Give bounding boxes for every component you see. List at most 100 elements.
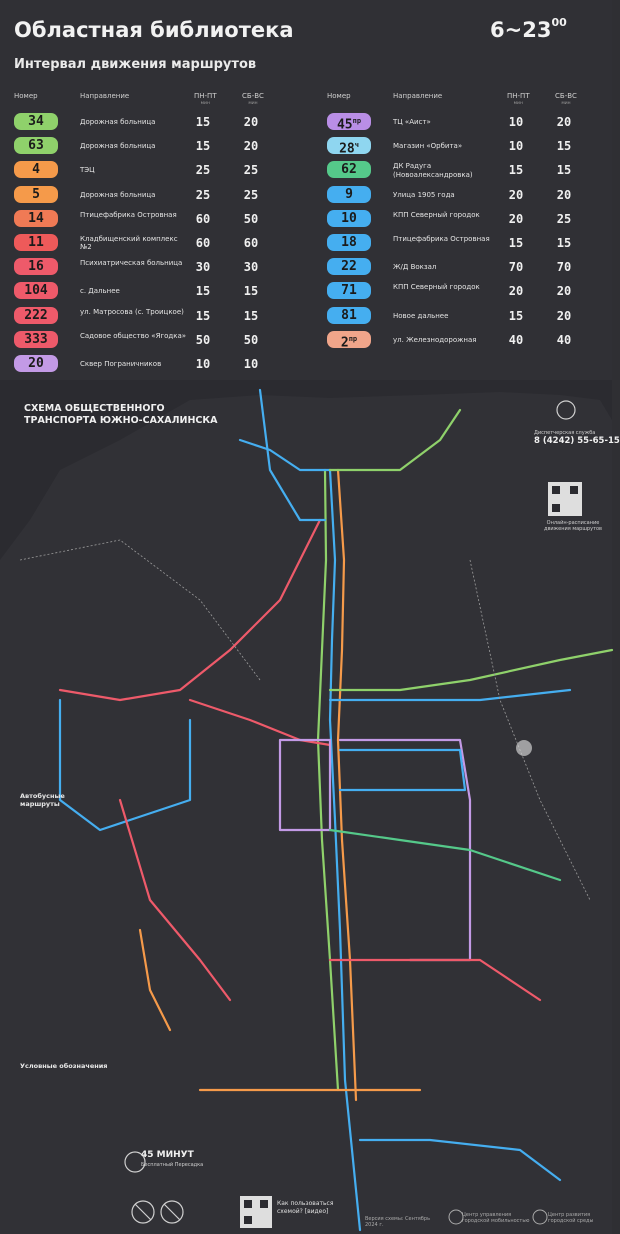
route-number-badge: 5 (14, 185, 58, 203)
interval-weekdays: 10 (508, 139, 524, 154)
table-row: 4 ТЭЦ 25 25 (14, 158, 294, 182)
table-row: 45пр ТЦ «Аист» 10 20 (327, 110, 607, 134)
route-rows: 45пр ТЦ «Аист» 10 20 28ч Магазин «Орбита» 10 15… (327, 110, 607, 352)
map-version: Версия схемы: Сентябрь 2024 г. (365, 1216, 431, 1228)
interval-weekend: 25 (243, 187, 259, 202)
interval-weekend: 30 (243, 260, 259, 275)
hours-from: 6 (490, 18, 505, 42)
interval-weekend: 50 (243, 332, 259, 347)
route-direction: ДК Радуга (Новоалександровка) (393, 162, 473, 179)
route-direction: Дорожная больница (80, 118, 156, 126)
interval-weekdays: 20 (508, 211, 524, 226)
qr-caption: Онлайн-расписание движения маршрутов (544, 520, 602, 532)
route-number-badge: 104 (14, 282, 58, 300)
interval-weekdays: 15 (195, 284, 211, 299)
interval-weekend: 25 (556, 211, 572, 226)
interval-weekend: 20 (556, 115, 572, 129)
transit-map (0, 380, 614, 1234)
route-number-badge: 222 (14, 306, 58, 324)
howto-link[interactable]: Как пользоваться схемой? [видео] (277, 1200, 334, 1215)
table-row: 62 ДК Радуга (Новоалександровка) 15 15 (327, 158, 607, 182)
route-number-badge: 34 (14, 113, 58, 130)
interval-weekdays: 15 (508, 308, 524, 323)
route-direction: Психиатрическая больница (80, 259, 183, 268)
interval-weekdays: 15 (195, 308, 211, 323)
route-number-badge: 11 (14, 233, 58, 251)
interval-weekend: 25 (243, 163, 259, 178)
route-number-badge: 63 (14, 137, 58, 155)
interval-weekend: 15 (243, 284, 259, 299)
route-direction: ул. Матросова (с. Троицкое) (80, 307, 184, 316)
interval-weekdays: 25 (195, 163, 211, 178)
route-number-badge: 28ч (327, 137, 371, 157)
interval-weekend: 60 (243, 235, 259, 250)
interval-weekend: 15 (243, 308, 259, 323)
route-number-badge: 333 (14, 330, 58, 348)
org-logo-mobility: Центр управления городской мобильностью (462, 1212, 530, 1224)
route-number-badge: 81 (327, 306, 371, 324)
route-direction: с. Дальнее (80, 287, 120, 296)
table-row: 104 с. Дальнее 15 15 (14, 279, 294, 303)
operating-hours: 6~2300 (490, 16, 567, 42)
table-row: 11 Кладбищенский комплекс №2 60 60 (14, 231, 294, 255)
hours-to-minutes: 00 (551, 16, 567, 29)
route-number-badge: 45пр (327, 113, 371, 132)
interval-weekdays: 50 (195, 332, 211, 347)
interval-weekend: 15 (556, 163, 572, 178)
header-direction: Направление (80, 92, 130, 100)
interval-weekend: 50 (243, 211, 259, 226)
interval-weekend: 10 (243, 356, 259, 371)
interval-weekdays: 10 (508, 115, 524, 129)
interval-weekend: 20 (556, 284, 572, 299)
route-number-badge: 20 (14, 354, 58, 372)
route-direction: Ж/Д Вокзал (393, 263, 437, 272)
route-direction: Магазин «Орбита» (393, 142, 463, 151)
route-number-badge: 10 (327, 209, 371, 227)
org-logo-urban: Центр развития городской среды (548, 1212, 594, 1224)
interval-weekdays: 30 (195, 260, 211, 275)
route-number-badge: 62 (327, 161, 371, 179)
phone-caption: Диспетчерская служба (534, 430, 596, 436)
interval-weekend: 40 (556, 332, 572, 347)
interval-weekdays: 15 (195, 139, 211, 154)
route-number-badge: 2пр (327, 330, 371, 350)
interval-weekdays: 15 (195, 115, 211, 129)
interval-weekend: 15 (556, 139, 572, 154)
route-direction: Садовое общество «Ягодка» (80, 331, 187, 340)
table-row: 16 Психиатрическая больница 30 30 (14, 255, 294, 279)
route-direction: ТЭЦ (80, 166, 95, 175)
table-row: 71 КПП Северный городок 20 20 (327, 279, 607, 303)
table-row: 222 ул. Матросова (с. Троицкое) 15 15 (14, 304, 294, 328)
interval-weekdays: 10 (195, 356, 211, 371)
interval-weekdays: 15 (508, 163, 524, 178)
interval-weekdays: 60 (195, 235, 211, 250)
interval-weekdays: 40 (508, 332, 524, 347)
interval-weekdays: 20 (508, 284, 524, 299)
route-direction: Сквер Пограничников (80, 359, 162, 368)
route-number-badge: 16 (14, 258, 58, 276)
route-number-badge: 9 (327, 185, 371, 203)
route-direction: Кладбищенский комплекс №2 (80, 234, 178, 252)
route-direction: Птицефабрика Островная (80, 210, 177, 219)
route-direction: ТЦ «Аист» (393, 118, 431, 126)
route-number-badge: 71 (327, 282, 371, 300)
section-subtitle: Интервал движения маршрутов (14, 57, 257, 72)
transfer-caption: Бесплатный Пересадка (141, 1162, 204, 1168)
route-number-badge: 14 (14, 209, 58, 227)
route-number-badge: 4 (14, 161, 58, 179)
route-direction: Новое дальнее (393, 311, 449, 320)
route-direction: КПП Северный городок (393, 283, 480, 292)
